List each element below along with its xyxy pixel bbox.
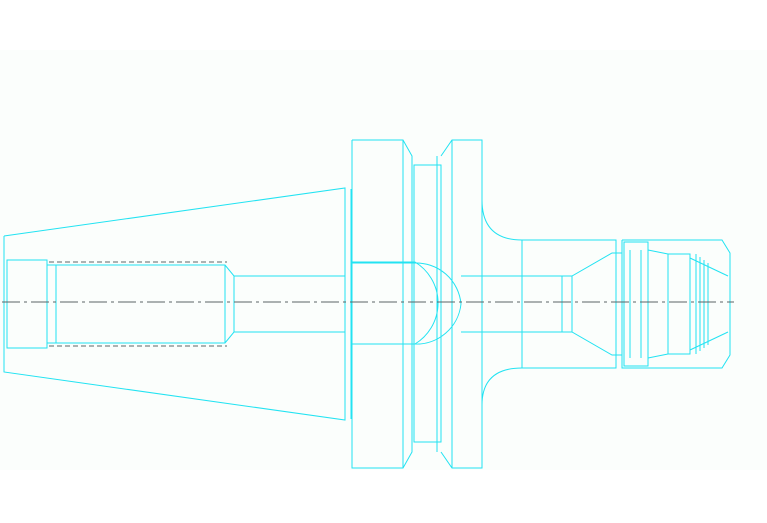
tool-holder-drawing — [0, 50, 767, 470]
top-margin — [0, 0, 767, 50]
nut-face-chamfer-upper — [689, 257, 729, 277]
pocket-step — [46, 264, 57, 344]
nut-inner-taper-lower — [647, 353, 669, 359]
taper-shank — [3, 187, 352, 421]
flange-right-disc — [440, 139, 483, 469]
bore-lower-profile — [56, 331, 345, 344]
collet-taper-upper — [560, 252, 622, 277]
drawing-viewport — [0, 50, 767, 470]
viewport-background — [0, 50, 767, 470]
taper-outline — [3, 187, 346, 421]
nut-outline — [621, 239, 731, 369]
clamping-nut — [621, 239, 731, 369]
flange — [351, 139, 483, 469]
flange-bore-arc — [352, 262, 462, 345]
flange-bore-upper — [352, 261, 439, 345]
bottom-margin — [0, 470, 767, 523]
nose-outline — [481, 199, 617, 406]
nut-inner-left — [623, 241, 649, 367]
nut-inner-taper-upper — [647, 249, 669, 255]
nut-thread-block — [667, 253, 691, 355]
nose-body — [461, 199, 622, 406]
bore-upper-profile — [56, 264, 345, 277]
nut-face-chamfer-lower — [689, 331, 729, 351]
v-groove-body — [413, 164, 442, 443]
collet-taper-lower — [560, 331, 622, 356]
